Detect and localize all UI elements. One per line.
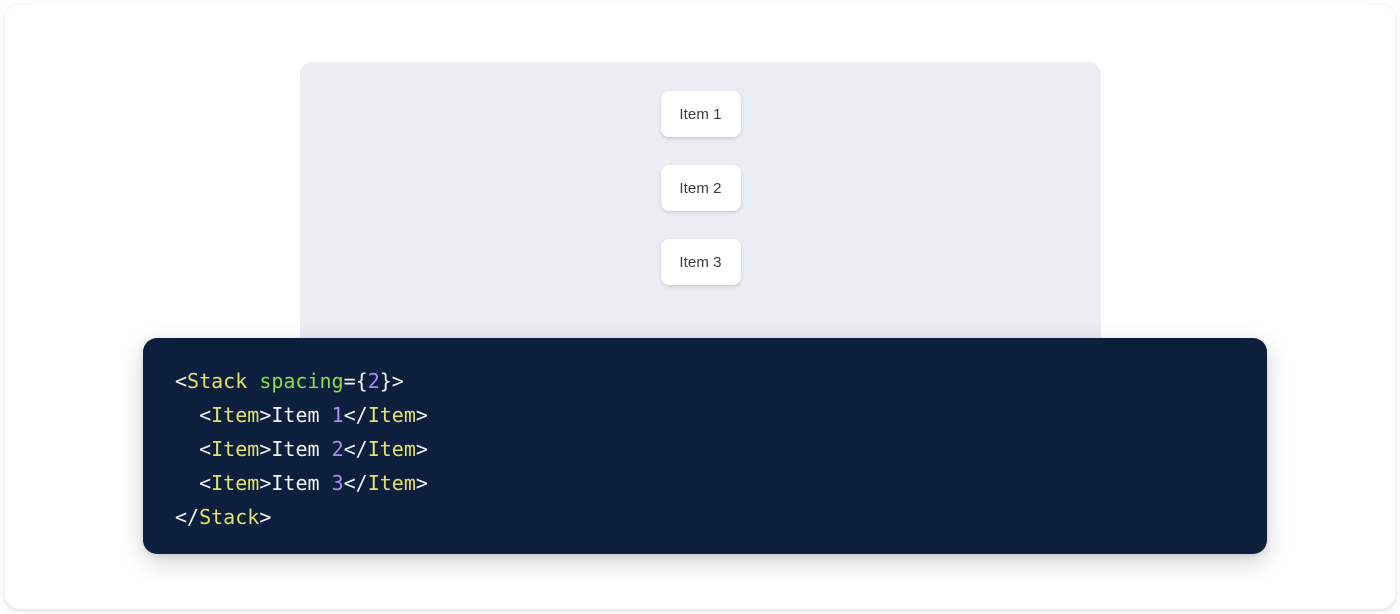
code-token-text: Item	[271, 471, 331, 495]
code-token-punct: >	[259, 437, 271, 461]
code-token-punct: ={	[344, 369, 368, 393]
code-token-punct: >	[416, 471, 428, 495]
stack-item: Item 3	[661, 239, 741, 285]
code-snippet-text: <Stack spacing={2}> <Item>Item 1</Item> …	[175, 364, 1267, 534]
page-card: Item 1Item 2Item 3 <Stack spacing={2}> <…	[5, 5, 1395, 609]
code-line: <Item>Item 2</Item>	[175, 432, 1267, 466]
code-token-punct: </	[344, 471, 368, 495]
code-token-text: Item	[271, 437, 331, 461]
code-token-punct: <	[175, 369, 187, 393]
code-token-tag: Item	[368, 437, 416, 461]
code-token-tag: Item	[368, 471, 416, 495]
code-token-text: Item	[271, 403, 331, 427]
code-token-tag: Item	[368, 403, 416, 427]
stack-item: Item 1	[661, 91, 741, 137]
code-token-punct: >	[259, 403, 271, 427]
stack-item: Item 2	[661, 165, 741, 211]
code-token-num: 3	[332, 471, 344, 495]
code-token-punct: >	[259, 505, 271, 529]
code-line: </Stack>	[175, 500, 1267, 534]
code-token-tag: Stack	[199, 505, 259, 529]
code-snippet-block[interactable]: <Stack spacing={2}> <Item>Item 1</Item> …	[143, 338, 1267, 554]
code-token-punct: </	[344, 437, 368, 461]
code-token-punct: }>	[380, 369, 404, 393]
code-indent	[175, 403, 199, 427]
code-token-tag: Item	[211, 403, 259, 427]
code-token-punct: <	[199, 403, 211, 427]
code-line: <Item>Item 3</Item>	[175, 466, 1267, 500]
code-token-punct: <	[199, 437, 211, 461]
code-token-punct: <	[199, 471, 211, 495]
code-token-punct: </	[175, 505, 199, 529]
code-token-num: 2	[368, 369, 380, 393]
component-preview-panel: Item 1 Item 2 Item 3	[300, 62, 1101, 362]
code-line: <Stack spacing={2}>	[175, 364, 1267, 398]
code-indent	[175, 471, 199, 495]
code-token-punct	[247, 369, 259, 393]
code-token-punct: >	[416, 403, 428, 427]
code-token-punct: </	[344, 403, 368, 427]
code-token-tag: Stack	[187, 369, 247, 393]
code-token-punct: >	[416, 437, 428, 461]
code-token-tag: Item	[211, 437, 259, 461]
code-token-num: 2	[332, 437, 344, 461]
code-token-punct: >	[259, 471, 271, 495]
code-indent	[175, 437, 199, 461]
stack-container: Item 1 Item 2 Item 3	[661, 91, 741, 285]
code-line: <Item>Item 1</Item>	[175, 398, 1267, 432]
code-token-attr: spacing	[259, 369, 343, 393]
code-token-tag: Item	[211, 471, 259, 495]
code-token-num: 1	[332, 403, 344, 427]
